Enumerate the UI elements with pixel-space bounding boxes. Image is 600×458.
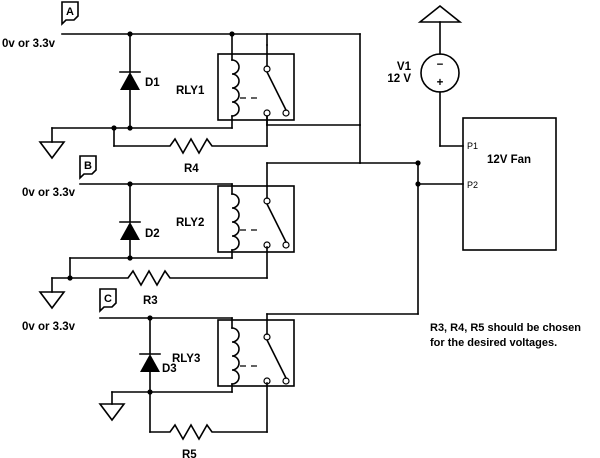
input-b-level: 0v or 3.3v xyxy=(22,187,76,199)
resistor-r4-label: R4 xyxy=(184,163,199,175)
v1-minus-sign: − xyxy=(437,59,444,71)
relay-rly3-label: RLY3 xyxy=(172,353,200,365)
fan-pin-p1: P1 xyxy=(467,141,478,151)
relay-rly1-label: RLY1 xyxy=(176,85,205,97)
input-tag-b: B xyxy=(79,155,97,180)
v1-name-label: V1 xyxy=(397,61,412,73)
resistor-r4 xyxy=(113,137,268,155)
input-tag-c: C xyxy=(99,288,117,313)
relay-rly1 xyxy=(217,33,295,129)
ground-b-symbol xyxy=(38,291,66,310)
resistor-r3 xyxy=(69,269,268,287)
input-tag-a-letter: A xyxy=(66,6,74,18)
fan-block: 12V Fan P1 P2 xyxy=(462,117,557,251)
fan-pin-p2: P2 xyxy=(467,180,478,190)
fan-label: 12V Fan xyxy=(487,154,531,166)
input-a-level: 0v or 3.3v xyxy=(2,38,56,50)
resistor-r5-label: R5 xyxy=(182,449,197,458)
input-tag-b-letter: B xyxy=(84,160,92,172)
relay-rly3 xyxy=(217,313,295,393)
voltage-source-v1: − + V1 12 V xyxy=(387,53,464,147)
diode-d3 xyxy=(140,354,160,372)
channel-b: B 0v or 3.3v D2 R3 xyxy=(22,155,295,310)
input-c-level: 0v or 3.3v xyxy=(22,321,76,333)
fan-common-bus xyxy=(266,124,464,315)
v1-voltage-label: 12 V xyxy=(387,73,411,85)
diode-d2-label: D2 xyxy=(145,228,160,240)
note-line-2: for the desired voltages. xyxy=(430,337,557,349)
ground-a-symbol xyxy=(38,141,66,160)
v1-plus-sign: + xyxy=(437,77,444,89)
input-tag-a: A xyxy=(61,1,79,26)
power-rail-symbol xyxy=(417,4,463,55)
diode-d1 xyxy=(120,72,140,90)
input-tag-c-letter: C xyxy=(104,293,112,305)
resistor-r3-label: R3 xyxy=(143,295,158,307)
diode-d2 xyxy=(120,222,140,240)
diode-d1-label: D1 xyxy=(145,77,160,89)
resistor-r5 xyxy=(149,423,268,441)
channel-c: C 0v or 3.3v D3 R5 xyxy=(22,288,295,458)
note-line-1: R3, R4, R5 should be chosen xyxy=(430,322,581,334)
diode-d3-label: D3 xyxy=(162,363,177,375)
ground-c-symbol xyxy=(98,403,126,422)
relay-rly2 xyxy=(217,162,295,259)
channel-a: A 0v or 3.3v D1 R4 xyxy=(2,1,361,175)
relay-rly2-label: RLY2 xyxy=(176,217,204,229)
